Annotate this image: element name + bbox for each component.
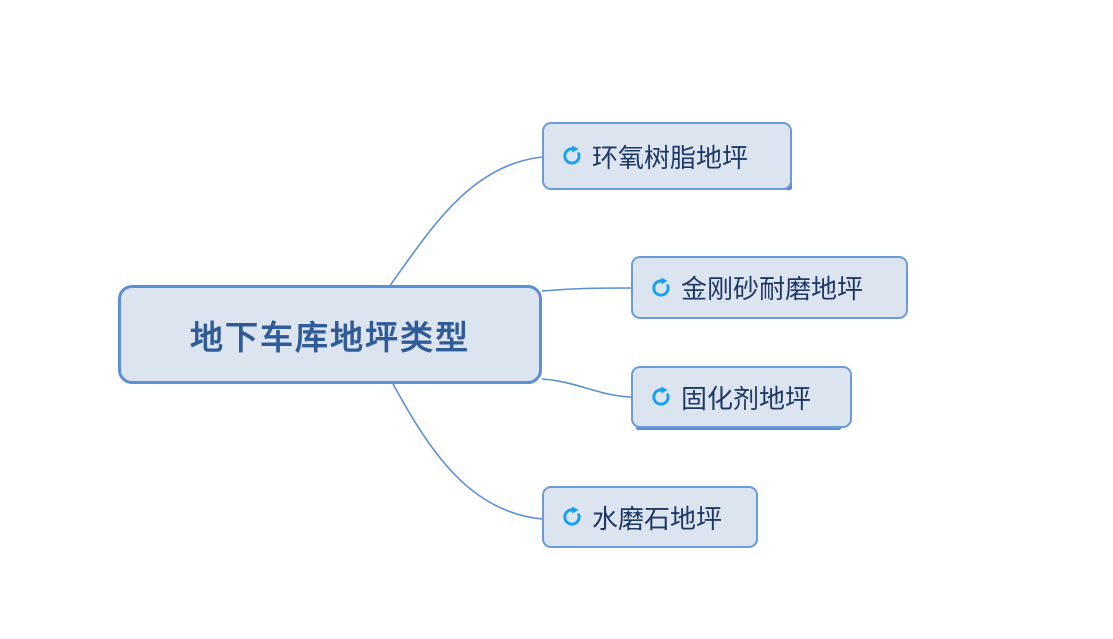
root-node-label: 地下车库地坪类型 (190, 318, 470, 356)
child-node-label: 固化剂地坪 (681, 383, 812, 414)
child-node-terrazzo[interactable]: 水磨石地坪 (542, 486, 758, 548)
refresh-icon (650, 277, 672, 299)
child-node-label: 环氧树脂地坪 (592, 142, 749, 173)
refresh-icon (561, 145, 583, 167)
child-node-epoxy[interactable]: 环氧树脂地坪 (542, 122, 792, 190)
child-node-hardener[interactable]: 固化剂地坪 (631, 366, 852, 428)
connector-to-epoxy (388, 156, 543, 288)
connector-to-hardener (541, 378, 632, 398)
root-node[interactable]: 地下车库地坪类型 (118, 285, 542, 384)
connector-to-terrazzo (391, 381, 543, 520)
child-node-label: 金刚砂耐磨地坪 (681, 274, 864, 304)
connector-to-emery (541, 287, 632, 292)
child-node-emery[interactable]: 金刚砂耐磨地坪 (631, 256, 908, 319)
refresh-icon (561, 506, 583, 528)
refresh-icon (650, 386, 672, 408)
child-node-label: 水磨石地坪 (592, 503, 723, 534)
